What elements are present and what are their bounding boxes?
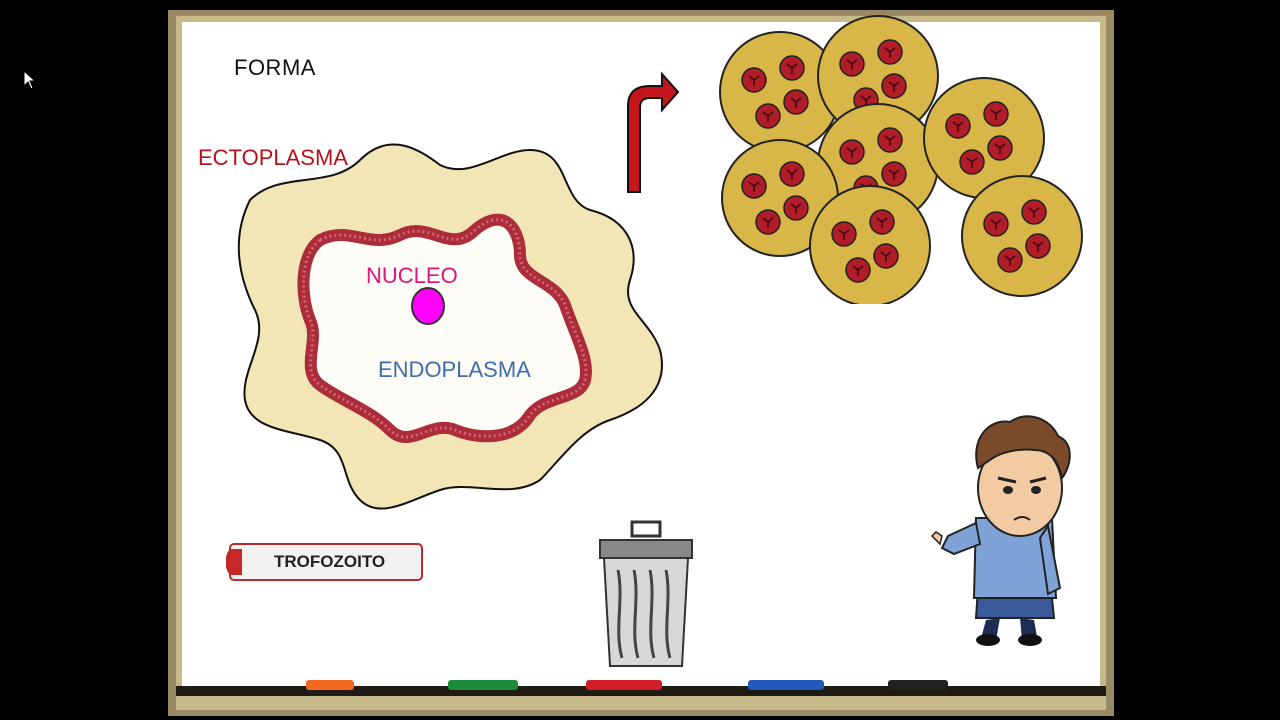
markers (306, 680, 948, 690)
trofozoito-button-label: TROFOZOITO (274, 552, 386, 571)
marker-icon (448, 680, 518, 690)
cyst (961, 175, 1083, 297)
teacher-character (930, 415, 1071, 646)
cyst-cluster (719, 15, 1083, 304)
marker-icon (888, 680, 948, 690)
nucleo-label: NUCLEO (366, 263, 458, 288)
marker-icon (306, 680, 354, 690)
marker-icon (586, 680, 662, 690)
nucleus-dot (411, 287, 445, 325)
trash-can-icon[interactable] (596, 520, 696, 670)
marker-tray-lip (176, 696, 1106, 710)
marker-icon (748, 680, 824, 690)
ectoplasma-label: ECTOPLASMA (198, 145, 348, 170)
trofozoito-button[interactable]: TROFOZOITO (226, 543, 424, 581)
endoplasma-label: ENDOPLASMA (378, 357, 531, 382)
marker-tray (176, 686, 1106, 696)
cyst (809, 185, 931, 304)
cursor-icon (23, 70, 37, 90)
arrow-icon (627, 71, 680, 193)
page-title: FORMA (234, 55, 316, 80)
